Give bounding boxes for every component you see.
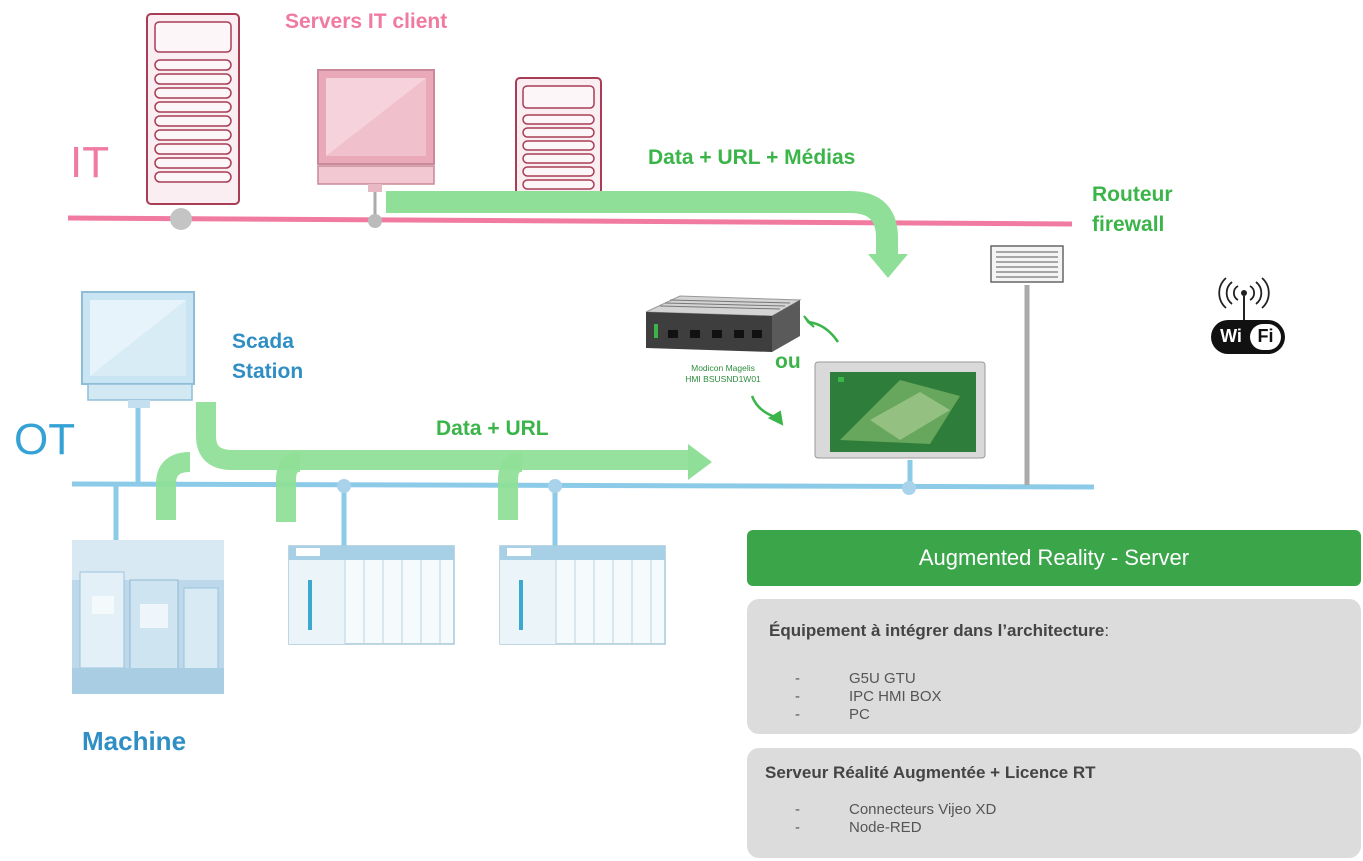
equipment-panel-title: Équipement à intégrer dans l’architectur… [769,621,1109,641]
ot-monitor-icon [81,291,195,484]
plc-rack-icon [499,545,666,645]
it-network-line [67,215,1073,227]
data-url-label: Data + URL [436,417,549,440]
ar-server-header: Augmented Reality - Server [747,530,1361,586]
it-monitor-icon [317,69,435,228]
wifi-logo-wi: Wi [1220,326,1242,346]
list-item: IPC HMI BOX [785,688,942,706]
hmi-box-caption-line1: Modicon Magelis [691,363,755,373]
ar-server-list: Connecteurs Vijeo XD Node-RED [785,801,996,837]
ot-network-line [71,481,1095,490]
ar-server-panel: Serveur Réalité Augmentée + Licence RT C… [747,748,1361,858]
equipment-panel-title-bold: Équipement à intégrer dans l’architectur… [769,621,1105,640]
list-item: PC [785,706,942,724]
servers-it-client-label: Servers IT client [285,10,448,33]
scada-label-line1: Scada [232,330,294,353]
hmi-box-icon [645,295,802,352]
plc-rack-icon [288,545,455,645]
it-server-tower-icon [146,13,240,230]
wifi-logo-fi: Fi [1257,326,1274,346]
hmi-box-caption-line2: HMI BSUSND1W01 [685,374,761,384]
equipment-list: G5U GTU IPC HMI BOX PC [785,670,942,724]
list-item: Node-RED [785,819,996,837]
router-label-line1: Routeur [1092,183,1173,206]
it-flow-arrow [386,191,908,278]
router-icon [990,245,1064,283]
list-item: G5U GTU [785,670,942,688]
ot-flow-arrow [156,402,690,522]
list-item: Connecteurs Vijeo XD [785,801,996,819]
equipment-panel-title-suffix: : [1104,621,1110,640]
ar-server-title: Augmented Reality - Server [918,545,1190,570]
ou-label: ou [775,350,801,373]
hmi-panel-icon [814,361,986,459]
hmi-box-caption: Modicon Magelis HMI BSUSND1W01 [668,363,778,385]
it-server-tower-icon [515,77,602,209]
machine-label: Machine [82,726,187,756]
machine-photo-icon [72,540,224,694]
ar-server-panel-title: Serveur Réalité Augmentée + Licence RT [765,763,1096,782]
scada-label-line2: Station [232,360,304,383]
router-firewall-label: Routeur firewall [1092,180,1173,240]
wifi-icon [1211,277,1285,354]
equipment-panel: Équipement à intégrer dans l’architectur… [747,599,1361,734]
scada-station-label: Scada Station [232,327,303,387]
ot-flow-arrowhead [688,444,712,480]
data-url-medias-label: Data + URL + Médias [648,146,856,169]
router-label-line2: firewall [1092,213,1165,236]
ot-network-label: OT [14,415,76,464]
it-network-label: IT [70,138,110,187]
